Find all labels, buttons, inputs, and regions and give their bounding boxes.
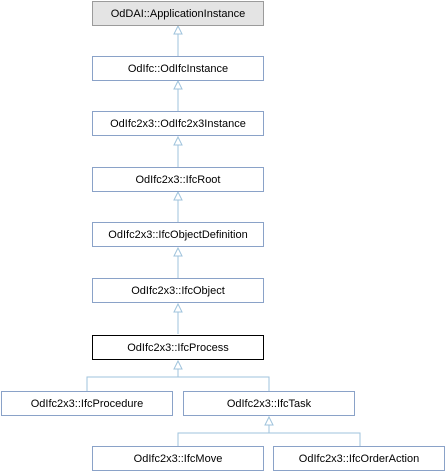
- node-ifc-task[interactable]: OdIfc2x3::IfcTask: [183, 391, 355, 416]
- arrowhead-instance: [173, 79, 183, 90]
- node-odifc-instance[interactable]: OdIfc::OdIfcInstance: [92, 56, 264, 81]
- node-label: OdIfc2x3::IfcMove: [133, 452, 223, 465]
- node-label: OdDAI::ApplicationInstance: [110, 7, 246, 20]
- node-application-instance: OdDAI::ApplicationInstance: [92, 1, 264, 26]
- node-label: OdIfc2x3::IfcOrderAction: [298, 452, 420, 465]
- edge-move-to-task: [177, 424, 270, 446]
- node-ifc-object[interactable]: OdIfc2x3::IfcObject: [92, 278, 264, 303]
- arrowhead-appinstance: [173, 24, 183, 35]
- node-ifc-object-definition[interactable]: OdIfc2x3::IfcObjectDefinition: [92, 222, 264, 247]
- node-label: OdIfc2x3::IfcProcedure: [30, 397, 144, 410]
- arrowhead-objectdef: [173, 246, 183, 257]
- node-label: OdIfc2x3::IfcTask: [226, 397, 312, 410]
- node-ifc-move[interactable]: OdIfc2x3::IfcMove: [92, 446, 264, 471]
- node-odifc2x3-instance[interactable]: OdIfc2x3::OdIfc2x3Instance: [92, 111, 264, 136]
- edge-task-to-process: [178, 376, 270, 391]
- node-label: OdIfc2x3::OdIfc2x3Instance: [110, 117, 246, 130]
- arrowhead-ifc2x3instance: [173, 135, 183, 146]
- node-ifc-process: OdIfc2x3::IfcProcess: [92, 335, 264, 360]
- arrowhead-ifcroot: [173, 190, 183, 201]
- node-label: OdIfc::OdIfcInstance: [127, 62, 229, 75]
- node-ifc-order-action[interactable]: OdIfc2x3::IfcOrderAction: [273, 446, 445, 471]
- node-ifc-procedure[interactable]: OdIfc2x3::IfcProcedure: [1, 391, 173, 416]
- node-label: OdIfc2x3::IfcObject: [131, 284, 225, 297]
- arrowhead-process: [173, 359, 183, 370]
- arrowhead-task: [264, 415, 274, 426]
- arrowhead-object: [173, 302, 183, 313]
- node-label: OdIfc2x3::IfcObjectDefinition: [108, 228, 248, 241]
- node-ifc-root[interactable]: OdIfc2x3::IfcRoot: [92, 167, 264, 192]
- node-label: OdIfc2x3::IfcRoot: [135, 173, 221, 186]
- edge-orderaction-to-task: [269, 432, 361, 446]
- edge-procedure-to-process: [86, 368, 179, 391]
- node-label: OdIfc2x3::IfcProcess: [127, 341, 229, 354]
